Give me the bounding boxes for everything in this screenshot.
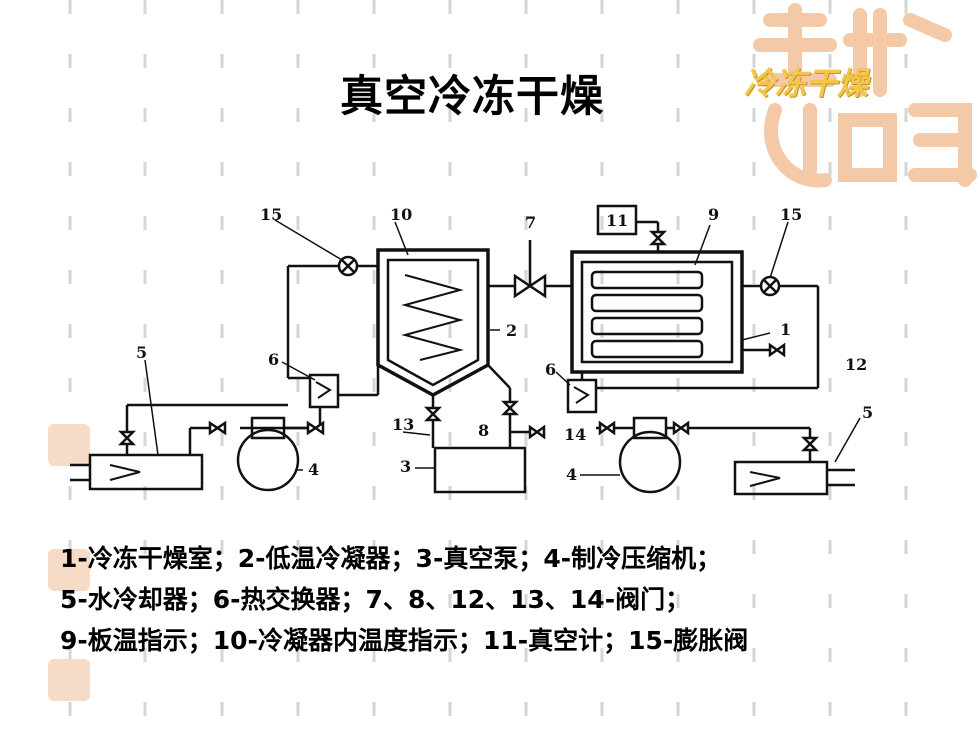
label-6-right: 6 [545, 360, 556, 379]
seal-watermark-logo [753, 3, 977, 188]
label-14: 14 [564, 425, 586, 444]
legend-line-3: 9-板温指示；10-冷凝器内温度指示；11-真空计；15-膨胀阀 [60, 626, 749, 655]
legend-line-1: 1-冷冻干燥室；2-低温冷凝器；3-真空泵；4-制冷压缩机； [60, 544, 722, 573]
label-2: 2 [506, 321, 517, 340]
logo-text: 冷冻干燥 [744, 66, 868, 102]
label-15-left: 15 [260, 205, 282, 224]
label-15-right: 15 [780, 205, 802, 224]
label-3: 3 [400, 457, 411, 476]
small-seal-icon [48, 424, 90, 466]
freeze-drying-chamber [570, 250, 744, 374]
low-temp-condenser [376, 248, 490, 397]
small-seal-icon [48, 659, 90, 701]
label-10: 10 [390, 205, 412, 224]
legend-line-2: 5-水冷却器；6-热交换器；7、8、12、13、14-阀门； [60, 585, 691, 614]
label-5-left: 5 [136, 343, 147, 362]
page-title: 真空冷冻干燥 [340, 72, 604, 122]
label-4-right: 4 [566, 465, 577, 484]
label-7: 7 [525, 213, 536, 232]
label-4-left: 4 [308, 460, 319, 479]
label-1: 1 [780, 320, 791, 339]
label-8: 8 [478, 421, 489, 440]
freeze-drying-schematic: 15 10 7 11 9 15 2 1 12 5 6 6 13 8 14 5 4… [70, 204, 873, 496]
component-legend: 1-冷冻干燥室；2-低温冷凝器；3-真空泵；4-制冷压缩机； 5-水冷却器；6-… [60, 538, 960, 661]
label-9: 9 [708, 205, 719, 224]
label-5-right: 5 [862, 403, 873, 422]
small-seal-icon [48, 549, 90, 591]
label-12: 12 [845, 355, 867, 374]
label-11: 11 [606, 211, 628, 230]
label-6-left: 6 [268, 350, 279, 369]
label-13: 13 [392, 415, 414, 434]
